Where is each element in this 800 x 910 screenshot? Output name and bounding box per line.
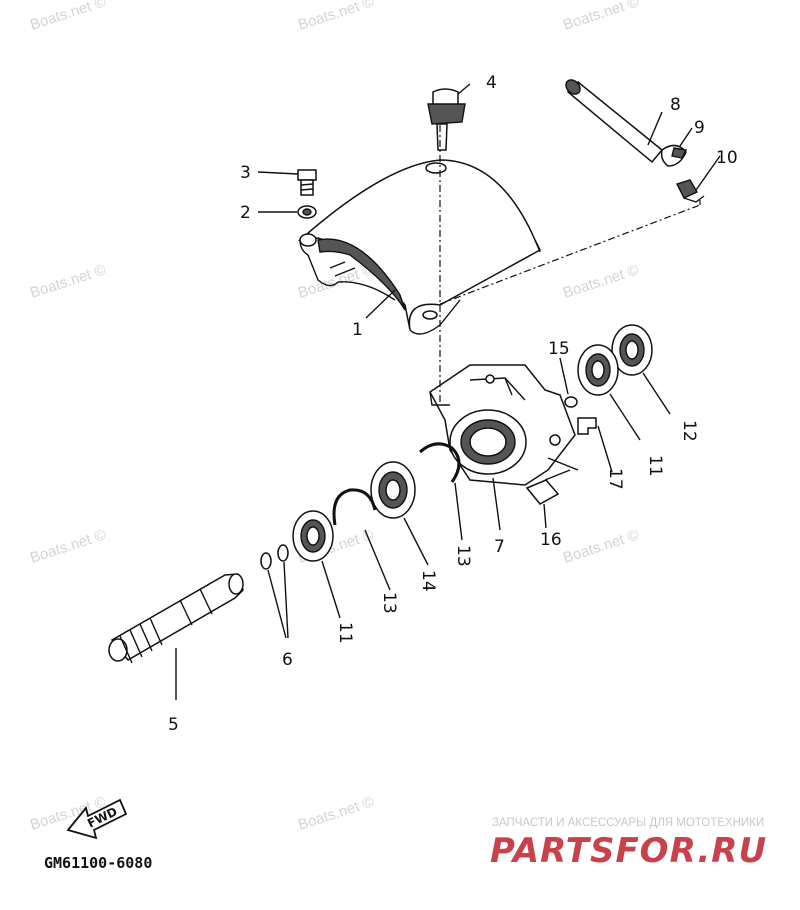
part-11-bearing-lower <box>292 510 334 562</box>
callout-13-right: 13 <box>453 545 473 567</box>
callout-6: 6 <box>282 650 293 670</box>
callout-1: 1 <box>352 320 363 340</box>
callout-9: 9 <box>694 118 705 138</box>
callout-5: 5 <box>168 715 179 735</box>
part-15-plug <box>564 396 578 408</box>
callout-2: 2 <box>240 203 251 223</box>
diagram-code: GM61100-6080 <box>44 854 152 872</box>
part-12-bearing <box>611 324 653 376</box>
callout-8: 8 <box>670 95 681 115</box>
part-14-bearing <box>370 461 416 519</box>
watermark: Boats.net © <box>561 261 641 301</box>
brand-logo: ЗАПЧАСТИ И АКСЕССУАРЫ ДЛЯ МОТОТЕХНИКИ PA… <box>490 817 767 871</box>
watermark: Boats.net © <box>296 261 376 301</box>
part-17-clip <box>577 417 597 435</box>
callout-3: 3 <box>240 163 251 183</box>
callout-12: 12 <box>679 420 699 442</box>
part-2-washer <box>297 205 317 219</box>
callout-14: 14 <box>418 570 438 592</box>
watermark: Boats.net © <box>28 526 108 566</box>
part-3-bolt <box>297 169 317 196</box>
callout-13-left: 13 <box>379 592 399 614</box>
callout-10: 10 <box>716 148 738 168</box>
fwd-arrow: FWD <box>66 798 128 840</box>
brand-tagline: ЗАПЧАСТИ И АКСЕССУАРЫ ДЛЯ МОТОТЕХНИКИ <box>492 817 764 829</box>
part-10-connector <box>676 179 705 203</box>
watermark: Boats.net © <box>28 0 108 34</box>
callout-17: 17 <box>605 468 625 490</box>
part-5-shaft <box>108 573 244 664</box>
watermark: Boats.net © <box>296 0 376 34</box>
part-1-cover <box>297 159 541 335</box>
callout-11-lower: 11 <box>335 622 355 644</box>
part-13-snap-ring-left <box>332 488 377 526</box>
callout-11-upper: 11 <box>645 455 665 477</box>
watermark: Boats.net © <box>28 261 108 301</box>
part-9-clip <box>660 144 688 167</box>
callout-4: 4 <box>486 73 497 93</box>
part-16-bolt <box>525 469 571 505</box>
part-8-rod <box>565 79 664 164</box>
watermark: Boats.net © <box>561 0 641 34</box>
brand-name: PARTSFOR.RU <box>490 831 767 871</box>
part-11-bearing-upper <box>577 344 619 396</box>
callout-7: 7 <box>494 537 505 557</box>
part-4-fitting <box>427 88 466 151</box>
part-6-o-rings <box>260 544 289 570</box>
callout-16: 16 <box>540 530 562 550</box>
watermark: Boats.net © <box>561 526 641 566</box>
part-7-housing <box>429 364 576 486</box>
watermark: Boats.net © <box>296 793 376 833</box>
part-13-snap-ring-right <box>419 442 461 483</box>
leader-lines <box>175 83 721 700</box>
callout-15: 15 <box>548 339 570 359</box>
callouts: 1 2 3 4 5 6 7 8 9 10 11 12 15 17 16 13 1… <box>168 73 738 735</box>
